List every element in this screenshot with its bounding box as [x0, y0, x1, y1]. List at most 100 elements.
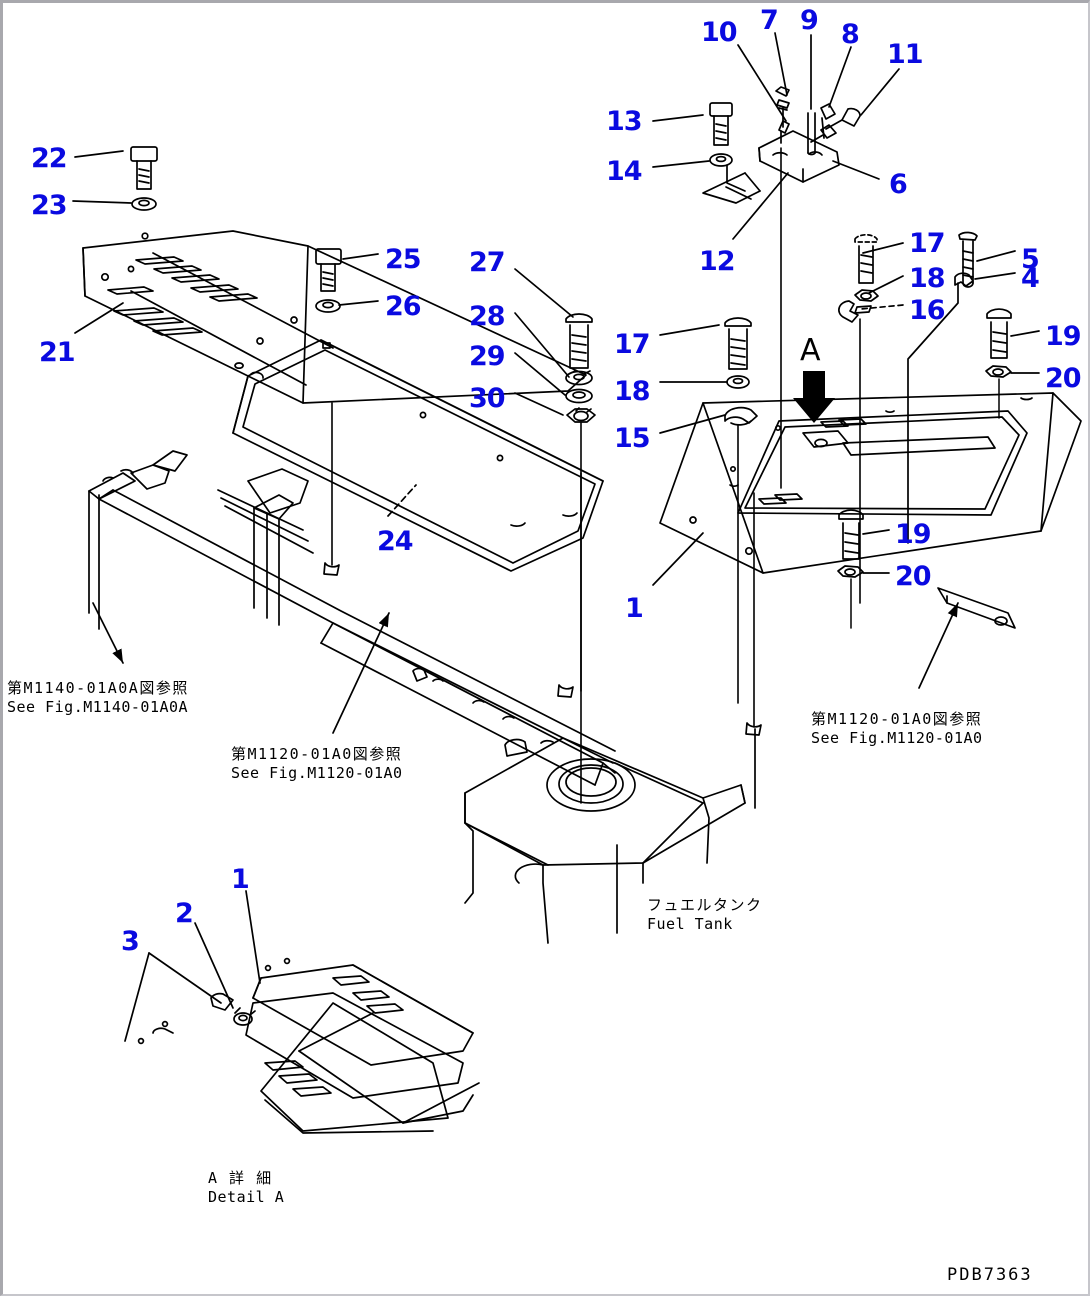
callout-19-c19b: 19: [895, 519, 932, 550]
leader-18a: [868, 275, 904, 294]
note-fuel-tank-jp: フュエルタンク: [647, 896, 763, 914]
leader-note-m1120-right: [918, 602, 959, 689]
leader-4: [974, 272, 1016, 280]
callout-24-c24: 24: [377, 526, 414, 557]
drawing-number: PDB7363: [947, 1265, 1033, 1285]
leader-23: [72, 200, 132, 204]
part-17b-bolt: [724, 317, 752, 370]
note-m1120-left-en: See Fig.M1120-01A0: [231, 763, 403, 782]
callout-27-c27: 27: [469, 247, 506, 278]
note-m1140-en: See Fig.M1140-01A0A: [7, 697, 189, 716]
leader-5: [976, 250, 1016, 262]
part-20a-washer: [985, 365, 1012, 378]
callout-23-c23: 23: [31, 190, 68, 221]
leader-detail-3: [148, 952, 222, 1004]
note-m1120-right-jp: 第M1120-01A0図参照: [811, 710, 983, 728]
note-detail-a-en: Detail A: [208, 1187, 285, 1206]
leader-note-m1120-left: [332, 612, 390, 734]
callout-4-c4: 4: [1021, 263, 1040, 294]
callout-20-c20a: 20: [1045, 363, 1082, 394]
part-18a-washer: [854, 289, 879, 302]
part-12-bracket: [702, 130, 840, 204]
part-1-right-cover-plate: [659, 392, 1082, 574]
part-10-pin: [778, 120, 790, 144]
callout-1-c1d: 1: [231, 864, 250, 895]
fuel-tank: [464, 737, 746, 944]
callout-2-c2d: 2: [175, 898, 194, 929]
part-29-washer: [565, 388, 593, 404]
note-detail-a-jp: A 詳 細: [208, 1169, 273, 1187]
callout-9-c9: 9: [800, 5, 819, 36]
section-letter-a: A: [800, 333, 821, 368]
callout-29-c29: 29: [469, 341, 506, 372]
leader-22: [74, 150, 124, 158]
leader-14: [652, 160, 710, 168]
callout-25-c25: 25: [385, 244, 422, 275]
part-30-nut: [566, 407, 596, 423]
machine-frame: [88, 402, 762, 809]
callout-15-c15: 15: [614, 423, 651, 454]
part-19a-bolt: [986, 308, 1012, 359]
part-13-bolt: [709, 102, 733, 146]
callout-21-c21: 21: [39, 337, 76, 368]
leader-11: [860, 68, 900, 116]
callout-22-c22: 22: [31, 143, 68, 174]
part-4-link: [907, 272, 974, 544]
callout-18-c18a: 18: [909, 263, 946, 294]
bracket-right-small: [937, 587, 1016, 629]
callout-20-c20b: 20: [895, 561, 932, 592]
part-16-bracket: [838, 300, 872, 323]
part-20b-washer: [837, 565, 864, 578]
callout-11-c11: 11: [887, 39, 924, 70]
leader-13: [652, 114, 704, 122]
part-15-clamp: [724, 406, 758, 426]
leader-26: [338, 300, 379, 306]
part-28-washer: [565, 370, 593, 386]
leader-17a: [862, 242, 904, 254]
leader-30: [514, 392, 564, 416]
note-m1140-jp: 第M1140-01A0A図参照: [7, 679, 189, 697]
leader-19a: [1010, 330, 1040, 337]
callout-30-c30: 30: [469, 383, 506, 414]
leader-12: [732, 172, 789, 240]
part-18b-washer: [726, 375, 750, 389]
leader-24: [387, 484, 417, 517]
callout-14-c14: 14: [606, 156, 643, 187]
parts-diagram-artwork: [72, 32, 1082, 1134]
leader-21: [74, 302, 124, 334]
section-arrow-a: [793, 371, 835, 423]
callout-19-c19a: 19: [1045, 321, 1082, 352]
part-22-bolt: [130, 146, 158, 190]
callout-3-c3d: 3: [121, 926, 140, 957]
leader-17b: [659, 324, 720, 336]
part-23-washer: [131, 197, 157, 211]
callout-16-c16: 16: [909, 295, 946, 326]
part-27-bolt: [565, 313, 593, 369]
detail-a-view: [124, 890, 480, 1134]
leader-16: [860, 304, 904, 310]
callout-8-c8: 8: [841, 19, 860, 50]
note-m1120-left-jp: 第M1120-01A0図参照: [231, 745, 403, 763]
part-9-rod: [807, 112, 816, 156]
callout-7-c7: 7: [760, 5, 779, 36]
note-m1120-right-en: See Fig.M1120-01A0: [811, 728, 983, 747]
leader-detail-1: [245, 890, 261, 984]
leader-28: [514, 312, 570, 378]
callout-17-c17a: 17: [909, 228, 946, 259]
callout-10-c10: 10: [701, 17, 738, 48]
part-17a-bolt: [854, 233, 878, 284]
leader-27: [514, 268, 574, 318]
callout-6-c6: 6: [889, 169, 908, 200]
leader-6: [832, 160, 880, 180]
callout-12-c12: 12: [699, 246, 736, 277]
part-11-linkage: [810, 107, 861, 143]
leader-10: [737, 44, 787, 122]
part-24-cover-plate: [232, 339, 604, 572]
callout-17-c17b: 17: [614, 329, 651, 360]
part-14-washer: [709, 153, 746, 192]
part-25-bolt: [315, 248, 342, 292]
